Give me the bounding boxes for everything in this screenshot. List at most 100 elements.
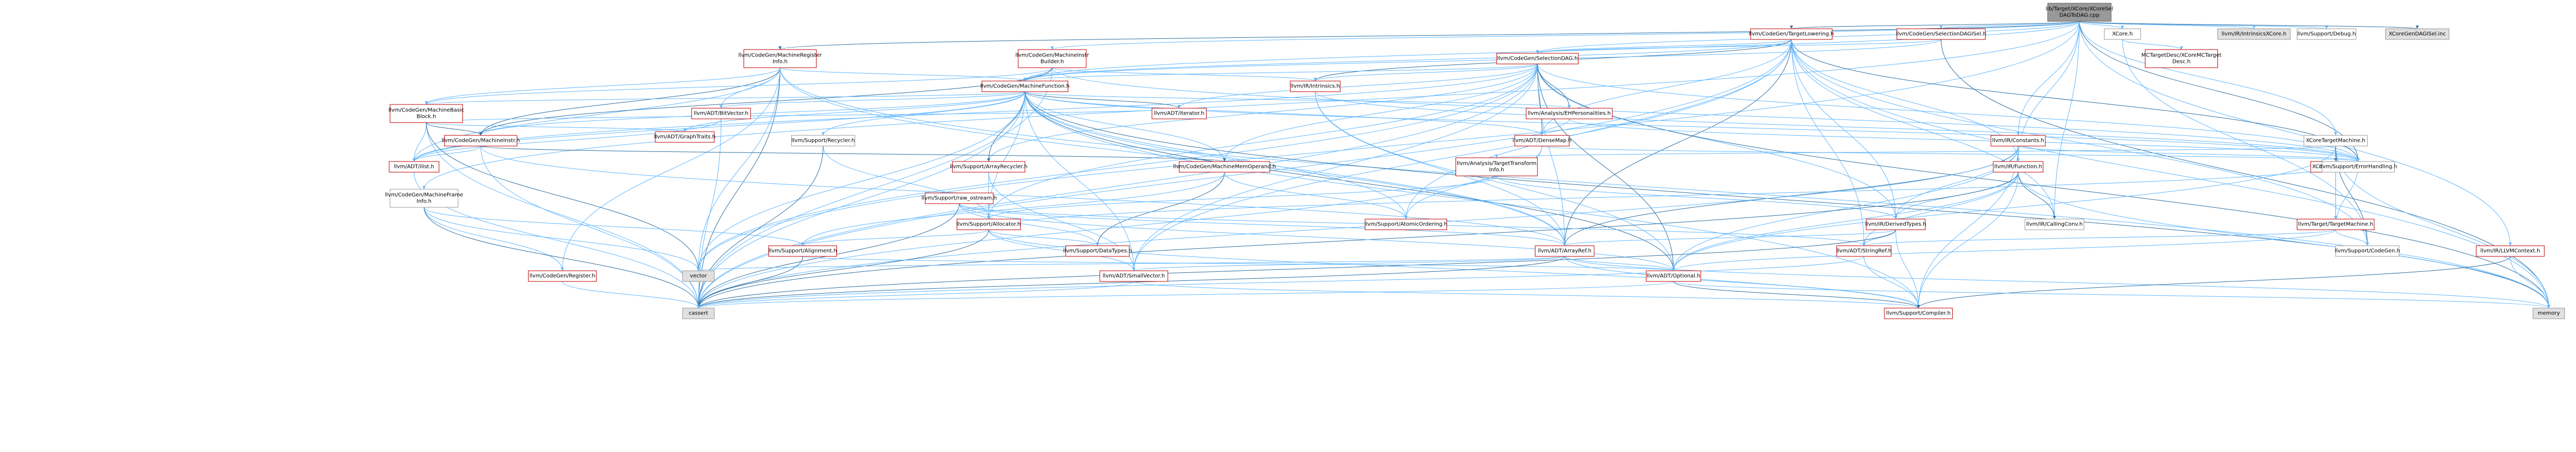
node-mfunc[interactable]: llvm/CodeGen/MachineFunction.h <box>980 80 1070 92</box>
node-align[interactable]: llvm/Support/Alignment.h <box>768 245 838 257</box>
node-seldag[interactable]: llvm/CodeGen/SelectionDAG.h <box>1496 53 1579 64</box>
node-optional[interactable]: llvm/ADT/Optional.h <box>1646 270 1701 282</box>
node-box <box>2296 28 2356 40</box>
node-smallvec[interactable]: llvm/ADT/SmallVector.h <box>1099 270 1168 282</box>
node-irconst[interactable]: llvm/IR/Constants.h <box>1990 135 2046 147</box>
node-llvmctx[interactable]: llvm/IR/LLVMContext.h <box>2476 245 2545 257</box>
edge-irconst-to-derived <box>1895 146 2019 220</box>
edge-tm-to-codegen <box>2335 229 2368 246</box>
edge-arrowhead <box>425 101 428 104</box>
edge-tlow-to-derived <box>1791 39 1896 220</box>
node-box <box>743 49 817 68</box>
node-eh[interactable]: llvm/Analysis/EHPersonalities.h <box>1525 108 1613 119</box>
node-rawos[interactable]: llvm/Support/raw_ostream.h <box>922 192 997 204</box>
node-label: llvm/ADT/SmallVector.h <box>1103 273 1165 279</box>
edge-arrayref-to-smallvec <box>1133 256 1565 271</box>
node-label: llvm/Support/Recycler.h <box>792 138 855 144</box>
node-label: llvm/IR/Constants.h <box>1992 138 2044 144</box>
node-label: vector <box>690 273 708 279</box>
node-box <box>2476 245 2545 257</box>
node-label: Block.h <box>417 114 436 120</box>
node-tm[interactable]: llvm/Target/TargetMachine.h <box>2296 219 2375 230</box>
node-label: llvm/ADT/DenseMap.h <box>1513 138 1572 144</box>
node-ilist[interactable]: llvm/ADT/ilist.h <box>388 161 440 173</box>
node-graphtraits[interactable]: llvm/ADT/GraphTraits.h <box>654 131 716 143</box>
node-memory[interactable]: memory <box>2532 308 2565 319</box>
node-codegen[interactable]: llvm/Support/CodeGen.h <box>2335 245 2400 257</box>
node-box <box>2144 49 2219 68</box>
edge-root-to-xcore_gen <box>2079 21 2418 29</box>
node-sdset[interactable]: llvm/CodeGen/SelectionDAGISel.h <box>1896 28 1986 40</box>
node-densemap[interactable]: llvm/ADT/DenseMap.h <box>1513 135 1572 147</box>
edge-rawos-to-datatypes <box>958 203 1098 246</box>
edge-arrowhead <box>1223 158 1226 162</box>
edge-xcoreh-to-codegen <box>2122 39 2368 246</box>
edge-minstr-to-arrayref <box>480 146 1565 246</box>
edge-mbb-to-vector <box>426 122 699 271</box>
edge-irconst-to-cassert <box>698 146 2019 309</box>
edge-tlow-to-mfunc <box>1025 39 1792 82</box>
node-mmo[interactable]: llvm/CodeGen/MachineMemOperand.h <box>1173 161 1276 173</box>
node-tlow[interactable]: llvm/CodeGen/TargetLowering.h <box>1749 28 1834 40</box>
edge-mrinfo-to-arrayref <box>779 67 1565 246</box>
node-label: Info.h <box>1489 167 1504 173</box>
node-label: llvm/CodeGen/MachineInstr.h <box>442 138 520 144</box>
node-box <box>2532 308 2565 319</box>
node-iterator[interactable]: llvm/ADT/iterator.h <box>1151 108 1207 119</box>
node-bitvec[interactable]: llvm/ADT/BitVector.h <box>691 108 751 119</box>
node-datatypes[interactable]: llvm/Support/DataTypes.h <box>1063 245 1132 257</box>
edge-tm-to-optional <box>1673 229 2336 271</box>
node-errh[interactable]: llvm/Support/ErrorHandling.h <box>2319 161 2397 173</box>
node-box <box>1290 80 1340 92</box>
node-xctm[interactable]: XCoreTargetMachine.h <box>2303 135 2368 147</box>
node-label: llvm/CodeGen/SelectionDAGISel.h <box>1896 31 1986 37</box>
node-label: llvm/Support/Debug.h <box>2297 31 2356 37</box>
node-label: llvm/Support/CodeGen.h <box>2335 248 2400 254</box>
edge-mrinfo-to-mfunc <box>779 67 1026 82</box>
edge-irintr-to-optional <box>1315 91 1674 271</box>
node-callconv[interactable]: llvm/IR/CallingConv.h <box>2025 219 2084 230</box>
node-derived[interactable]: llvm/IR/DerivedTypes.h <box>1865 219 1927 230</box>
node-intr_xcore[interactable]: llvm/IR/IntrinsicsXCore.h <box>2217 28 2291 40</box>
edge-rawos-to-optional <box>958 203 1674 271</box>
node-arecycler[interactable]: llvm/Support/ArrayRecycler.h <box>950 161 1028 173</box>
edge-arrowhead <box>422 186 426 189</box>
edge-arrowhead <box>1790 26 1793 29</box>
edge-arrowhead <box>1404 216 1408 219</box>
node-box <box>2047 3 2111 22</box>
node-box <box>1179 161 1270 173</box>
node-xcoreh[interactable]: XCore.h <box>2104 28 2141 40</box>
node-cassert[interactable]: cassert <box>682 308 715 319</box>
edge-mbb-to-graphtraits <box>426 122 685 132</box>
node-minstr[interactable]: llvm/CodeGen/MachineInstr.h <box>442 135 520 147</box>
node-box <box>1525 108 1613 119</box>
node-label: llvm/IR/DerivedTypes.h <box>1865 222 1927 228</box>
node-alloc[interactable]: llvm/Support/Allocator.h <box>956 219 1021 230</box>
node-atomic[interactable]: llvm/Support/AtomicOrdering.h <box>1364 219 1448 230</box>
edge-irfunc-to-callconv <box>2018 172 2055 220</box>
node-register[interactable]: llvm/CodeGen/Register.h <box>528 270 597 282</box>
edge-arrowhead <box>1177 105 1181 108</box>
node-box <box>2025 219 2084 230</box>
node-debug[interactable]: llvm/Support/Debug.h <box>2296 28 2356 40</box>
node-compiler[interactable]: llvm/Support/Compiler.h <box>1884 308 1953 319</box>
edge-mrinfo-to-mbb <box>426 67 781 105</box>
node-vector[interactable]: vector <box>682 270 715 282</box>
node-label: llvm/Support/Allocator.h <box>956 222 1020 228</box>
edge-arrowhead <box>1535 50 1539 53</box>
node-arrayref[interactable]: llvm/ADT/ArrayRef.h <box>1534 245 1595 257</box>
node-label: XCore.h <box>2112 31 2133 37</box>
node-xcore_gen[interactable]: XCoreGenDAGISel.inc <box>2385 28 2450 40</box>
node-recycler[interactable]: llvm/Support/Recycler.h <box>791 135 856 147</box>
node-irfunc[interactable]: llvm/IR/Function.h <box>1993 161 2044 173</box>
edge-arrowhead <box>2325 26 2328 29</box>
node-irintr[interactable]: llvm/IR/Intrinsics.h <box>1290 80 1340 92</box>
node-strref[interactable]: llvm/ADT/StringRef.h <box>1836 245 1891 257</box>
